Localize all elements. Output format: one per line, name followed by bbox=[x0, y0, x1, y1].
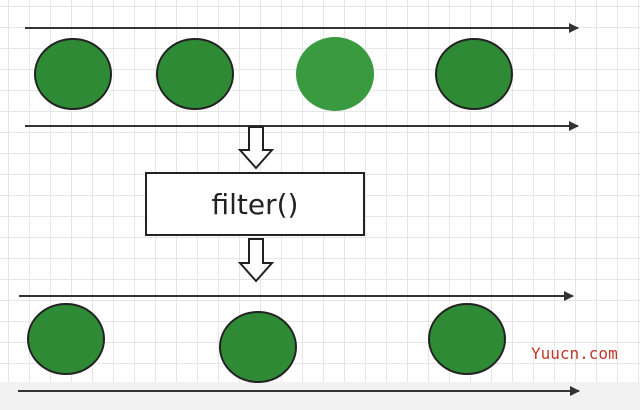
output-marble-3 bbox=[428, 303, 506, 375]
input-marble-1 bbox=[34, 38, 112, 110]
down-arrow-icon bbox=[237, 238, 275, 283]
watermark: Yuucn.com bbox=[531, 344, 618, 363]
input-marble-3-highlighted bbox=[296, 37, 374, 111]
filter-label: filter() bbox=[211, 187, 299, 221]
bottom-band bbox=[0, 382, 640, 410]
input-marble-4 bbox=[435, 38, 513, 110]
output-marble-2 bbox=[219, 311, 297, 383]
down-arrow-icon bbox=[237, 126, 275, 170]
input-marble-2 bbox=[156, 38, 234, 110]
output-marble-1 bbox=[27, 303, 105, 375]
filter-operator-box: filter() bbox=[145, 172, 365, 236]
